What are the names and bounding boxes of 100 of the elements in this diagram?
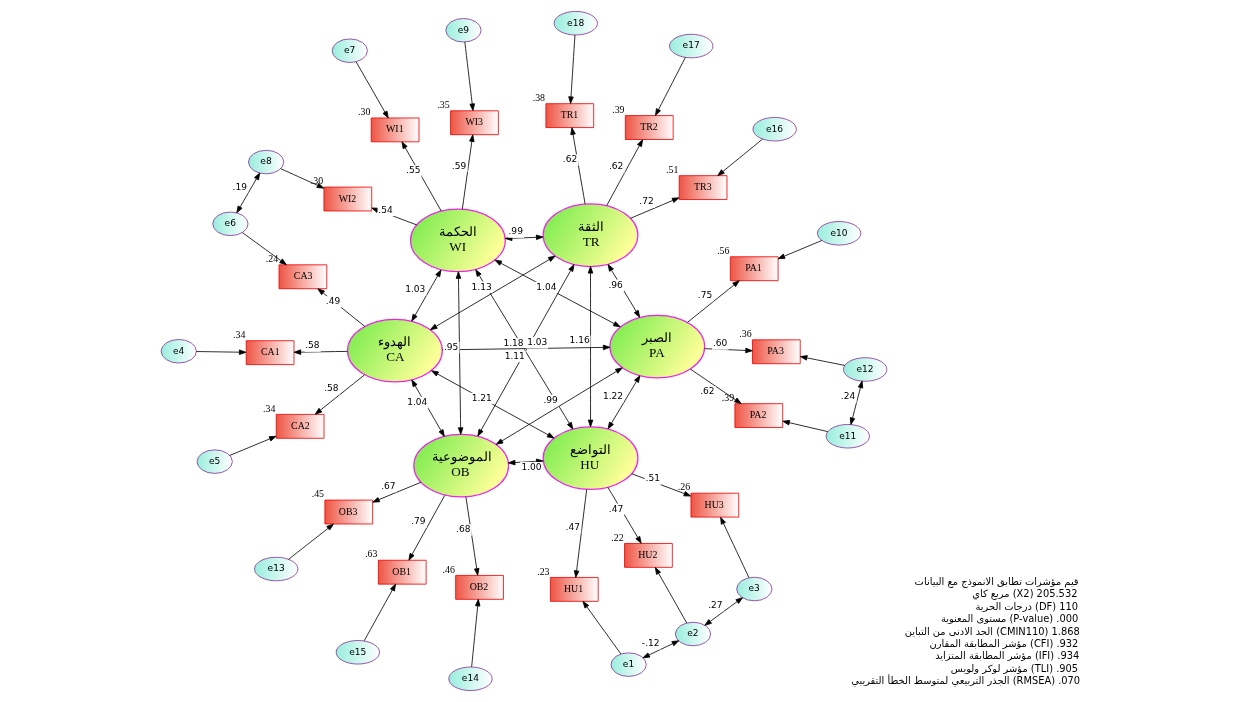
label: درجات الحرية (DF) 110 (975, 600, 1078, 612)
node-label: .23 (536, 565, 550, 577)
arrow (470, 598, 480, 668)
node-ellipse: e13 (253, 556, 298, 582)
arrow (279, 168, 324, 189)
node-box: PA2 (734, 403, 783, 428)
edge-label: .72 (638, 196, 654, 207)
arrow (507, 458, 543, 466)
arrow (654, 56, 686, 116)
edge-label: 1.03 (404, 284, 425, 295)
node-box: OB1 (377, 559, 427, 585)
edge-label: .75 (697, 290, 712, 300)
node-box: WI1 (370, 117, 419, 143)
arrow (573, 489, 587, 578)
node-label: .46 (441, 563, 455, 575)
node-label: .39 (611, 103, 625, 115)
node-label: .24 (265, 253, 278, 265)
edge-label: 1.16 (569, 335, 590, 346)
arrow (430, 370, 554, 439)
edge-label: .59 (451, 160, 466, 171)
edge-label: .24 (840, 391, 855, 402)
node-ellipse: e4 (160, 339, 197, 364)
edge-label: .51 (645, 473, 660, 484)
arrow (686, 280, 740, 323)
node-label: .51 (665, 163, 678, 175)
arrow (719, 516, 749, 579)
edge-label: .67 (380, 480, 396, 491)
node-label: .26 (677, 481, 690, 493)
edge-label: 1.21 (471, 392, 492, 403)
node-label: .34 (232, 328, 245, 340)
arrow (494, 259, 621, 328)
edge-label: .96 (607, 279, 623, 290)
node-ellipse: e6 (211, 211, 248, 236)
arrow (569, 127, 586, 205)
edge-label: .54 (377, 204, 393, 215)
arrow (587, 266, 593, 428)
node-label: .34 (262, 402, 275, 414)
node-ellipse: e8 (247, 149, 284, 175)
edge-label: .49 (325, 296, 340, 307)
node-box: CA3 (278, 264, 327, 290)
arrow (582, 601, 621, 655)
node-box: HU3 (690, 492, 739, 518)
arrow (849, 380, 863, 425)
arrow (228, 435, 276, 456)
node-ellipse: e11 (825, 424, 870, 449)
node-ellipse: e18 (553, 11, 598, 36)
arrow (689, 368, 742, 405)
node-ellipse: e14 (447, 666, 493, 691)
edge-label: .58 (304, 340, 320, 351)
arrow (781, 420, 828, 433)
node-box: TR3 (678, 175, 727, 200)
arrow (799, 355, 845, 366)
node-label: .63 (364, 548, 377, 560)
arrow (777, 240, 822, 260)
node-ellipse: e7 (331, 38, 368, 63)
node-ellipse: e1 (610, 652, 647, 677)
arrow (410, 269, 441, 322)
edge-label: 1.22 (602, 390, 623, 401)
node-label: .35 (436, 98, 450, 110)
arrow (314, 374, 365, 415)
arrow (461, 134, 475, 210)
node-label: .36 (738, 328, 752, 340)
node-ellipse: e15 (335, 640, 380, 665)
arrow (241, 232, 287, 266)
label: مؤشر المطابقة المقارن (CFI) .932 (928, 637, 1078, 649)
edge-label: .27 (707, 599, 723, 610)
node-ellipse: e16 (752, 117, 797, 142)
edge-label: .99 (508, 226, 523, 237)
node-box: CA2 (275, 414, 324, 439)
node-label: .30 (310, 175, 323, 187)
node-box: HU1 (549, 577, 599, 602)
label: مستوى المعنوية (P-value) .000 (940, 613, 1078, 625)
edge-label: .99 (542, 394, 558, 405)
arrow (455, 271, 463, 435)
label: الحد الادنى من التباين (CMIN110) 1.868 (904, 625, 1080, 637)
arrow (703, 347, 753, 354)
edge-label: .47 (565, 522, 580, 533)
arrow (463, 41, 475, 111)
arrow (235, 172, 260, 214)
edge-label: .79 (410, 516, 426, 527)
edge-label: 1.00 (520, 461, 542, 472)
arrow (504, 234, 543, 241)
node-box: TR2 (624, 115, 674, 140)
label: قيم مؤشرات تطابق الانموذج مع البيانات (914, 576, 1079, 588)
node-ellipse: e9 (444, 18, 481, 43)
node-label: .30 (357, 106, 370, 118)
edge-label: 1.04 (406, 397, 427, 407)
node-box: CA1 (245, 340, 294, 365)
node-label: .39 (721, 391, 734, 403)
arrow (410, 379, 445, 437)
arrow (567, 34, 575, 104)
edge-label: .95 (443, 341, 458, 352)
node-label: .38 (532, 91, 545, 103)
arrow (370, 207, 417, 226)
node-box: OB3 (323, 499, 373, 525)
node-box: TR1 (545, 103, 594, 128)
edge-label: 1.13 (471, 281, 492, 292)
edge-label: .68 (455, 524, 471, 535)
node-label: .45 (311, 488, 324, 500)
node-box: WI2 (323, 186, 372, 212)
